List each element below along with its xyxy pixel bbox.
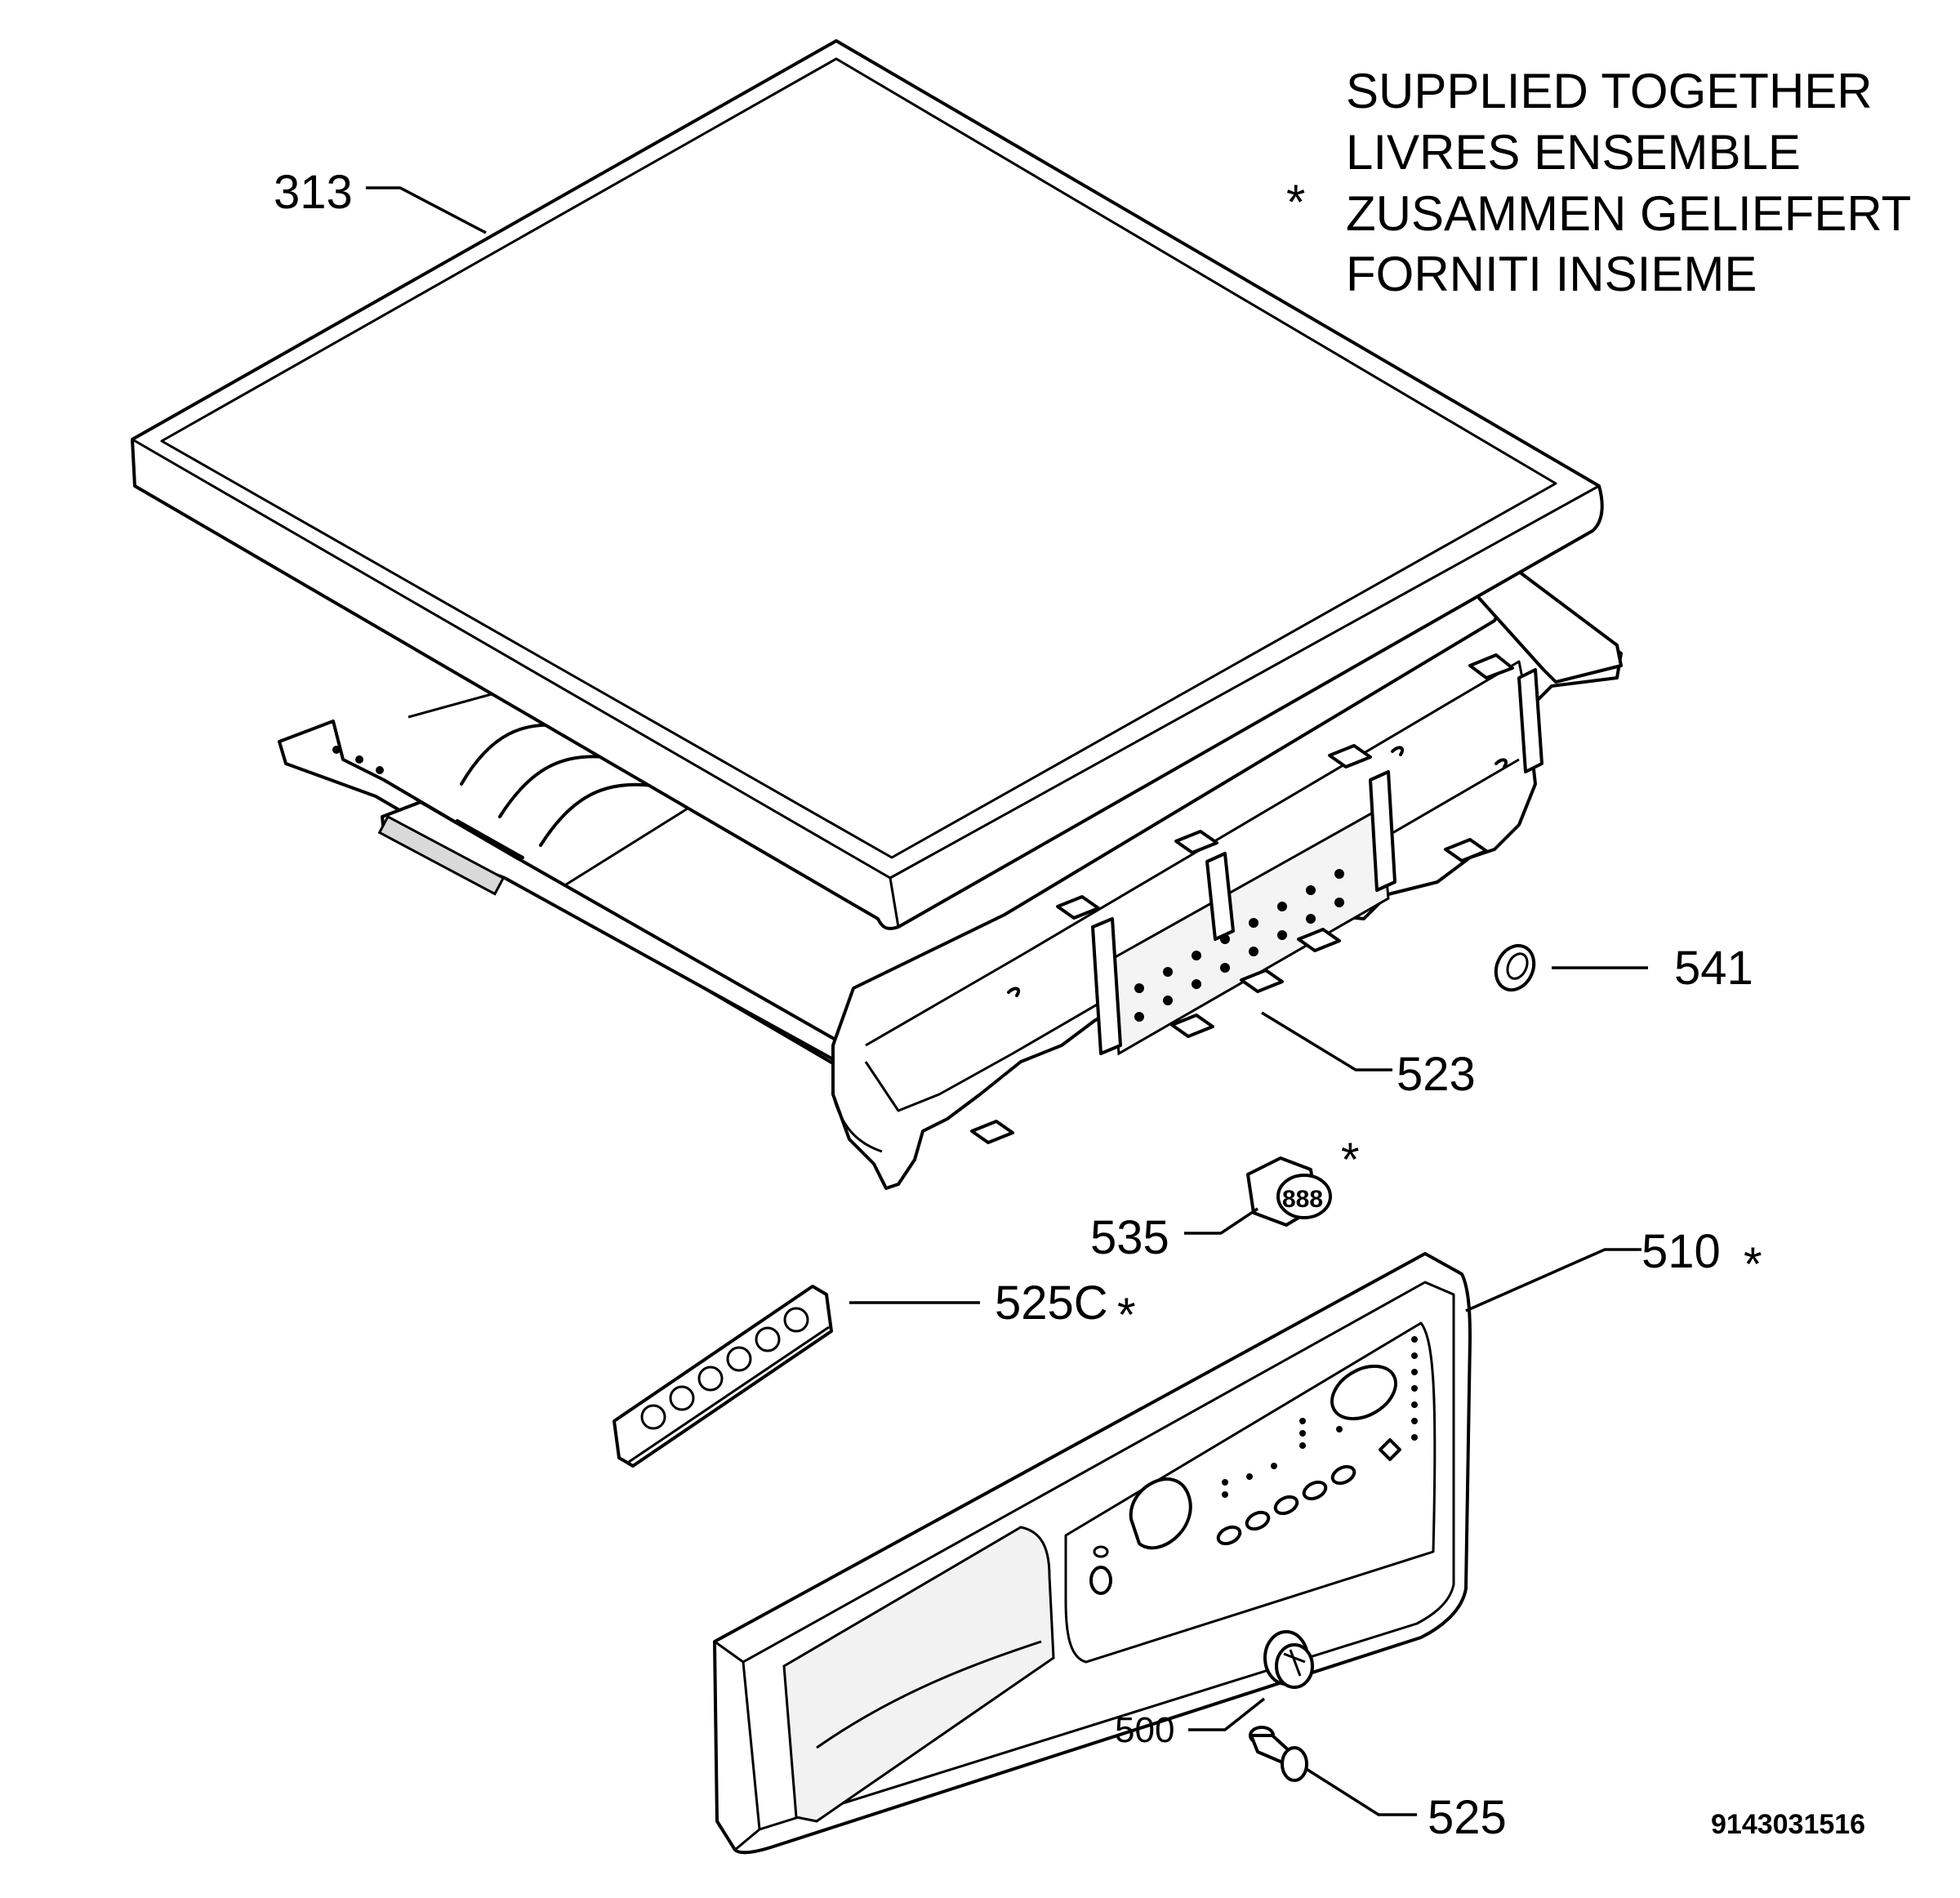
- control-panel-facia-510: [713, 1252, 1472, 1855]
- legend-asterisk: *: [1286, 175, 1305, 229]
- callout-510: 510: [1642, 1225, 1721, 1278]
- light-pipe-bar-525c: [612, 1285, 833, 1468]
- legend-line-en: SUPPLIED TOGETHER: [1346, 64, 1873, 118]
- display-module-535: 888: [1246, 1156, 1332, 1227]
- display-digits: 888: [1282, 1186, 1323, 1213]
- legend-line-it: FORNITI INSIEME: [1346, 247, 1757, 301]
- legend-line-de: ZUSAMMEN GELIEFERT: [1346, 186, 1911, 241]
- callout-541: 541: [1674, 942, 1753, 995]
- callout-525: 525: [1428, 1791, 1507, 1844]
- asterisk-510: *: [1744, 1238, 1762, 1291]
- legend-line-fr: LIVRES ENSEMBLE: [1346, 125, 1801, 180]
- legend: * SUPPLIED TOGETHER LIVRES ENSEMBLE ZUSA…: [1286, 64, 1911, 301]
- callout-313: 313: [274, 166, 353, 219]
- spindle-525: [1249, 1726, 1308, 1782]
- knob-500: [1263, 1630, 1314, 1689]
- panel-support-frame: [278, 570, 1623, 1190]
- asterisk-535: *: [1341, 1134, 1360, 1187]
- callout-525c: 525C: [995, 1276, 1108, 1330]
- grommet-541: [1494, 943, 1536, 992]
- callout-523: 523: [1396, 1048, 1476, 1101]
- callouts: 313 541 523 535 510 * 525C * * 500 525 9…: [274, 166, 1865, 1844]
- callout-500: 500: [1115, 1710, 1174, 1750]
- leader-lines: [366, 186, 1648, 1816]
- drawing-number: 9143031516: [1711, 1809, 1865, 1840]
- callout-535: 535: [1090, 1211, 1169, 1264]
- top-lid: [131, 39, 1604, 930]
- asterisk-525c: *: [1117, 1289, 1136, 1342]
